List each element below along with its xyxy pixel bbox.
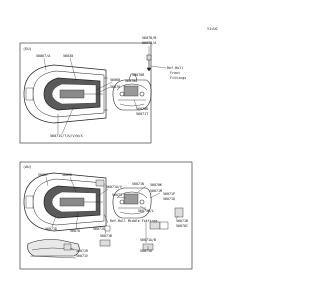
part-label: 56070/A xyxy=(142,41,156,45)
bottom-panel-frame xyxy=(19,161,193,270)
reference-note: Ref.Hull Middle Fittings xyxy=(110,219,158,223)
bottom-panel: (AU) xyxy=(19,161,193,270)
part-label: 56068 xyxy=(110,78,120,82)
part-label: 56071R xyxy=(76,249,88,253)
part-label: 56070A xyxy=(125,79,137,83)
part-label: 56070D xyxy=(136,107,148,111)
part-label: 56071Q xyxy=(163,197,175,201)
parts-diagram: Y1cUC (EU) 56067 xyxy=(19,27,218,270)
part-label: 56071B xyxy=(100,234,112,238)
page-code: Y1cUC xyxy=(207,27,218,31)
part-label: 56070 xyxy=(70,229,80,233)
top-part-labels: 56067/A 56030 56070B 56068 56070A 56070 … xyxy=(36,36,186,138)
part-label: 56071U xyxy=(140,249,152,253)
part-label: 56071V xyxy=(76,254,88,258)
top-hull-drawing xyxy=(23,64,108,124)
bottom-part-labels: 56067 56030 56071U/V 56071N 56070K 56071… xyxy=(38,173,188,258)
part-label: 56071A/B xyxy=(140,238,156,242)
part-label: 56030 xyxy=(63,54,73,58)
part-label: 56067/A xyxy=(36,54,50,58)
part-label: 56067 xyxy=(38,173,48,177)
part-label: 56071 xyxy=(112,193,122,197)
top-panel-label: (EU) xyxy=(23,47,32,51)
part-label: 56030 xyxy=(62,173,72,177)
reference-note: Ref.Hull xyxy=(167,66,183,70)
bottom-hull-drawing xyxy=(23,172,107,232)
part-label: 56071U/V xyxy=(106,185,122,189)
part-label: 56070K xyxy=(150,183,162,187)
top-front-view-drawing xyxy=(112,73,152,111)
reference-note: Fittings xyxy=(170,76,186,80)
top-panel: (EU) 56067/A 56030 5 xyxy=(19,36,186,144)
part-label: 56071N xyxy=(132,182,144,186)
fitting-part-icon xyxy=(146,54,152,72)
part-label: 56071S xyxy=(93,227,105,231)
bottom-panel-label: (AU) xyxy=(23,165,32,169)
part-label: 56071K/L xyxy=(138,209,154,213)
reference-note: Front xyxy=(170,71,180,75)
part-label: 56070C xyxy=(176,224,188,228)
part-label: 56070B xyxy=(132,73,144,77)
bottom-leader-lines xyxy=(45,176,179,251)
seat-side-view-drawing xyxy=(27,239,80,259)
part-label: 56071T xyxy=(136,112,148,116)
part-label: 56071B xyxy=(176,219,188,223)
part-label: 56071D xyxy=(45,227,57,231)
part-label: 56071S/T/U/V/W/X xyxy=(50,134,84,138)
part-label: 56071P xyxy=(163,192,175,196)
bottom-front-view-drawing xyxy=(112,187,152,219)
part-label: 56071M xyxy=(150,189,162,193)
part-label: 56070/B xyxy=(142,36,156,40)
part-label: 56070 xyxy=(110,85,120,89)
